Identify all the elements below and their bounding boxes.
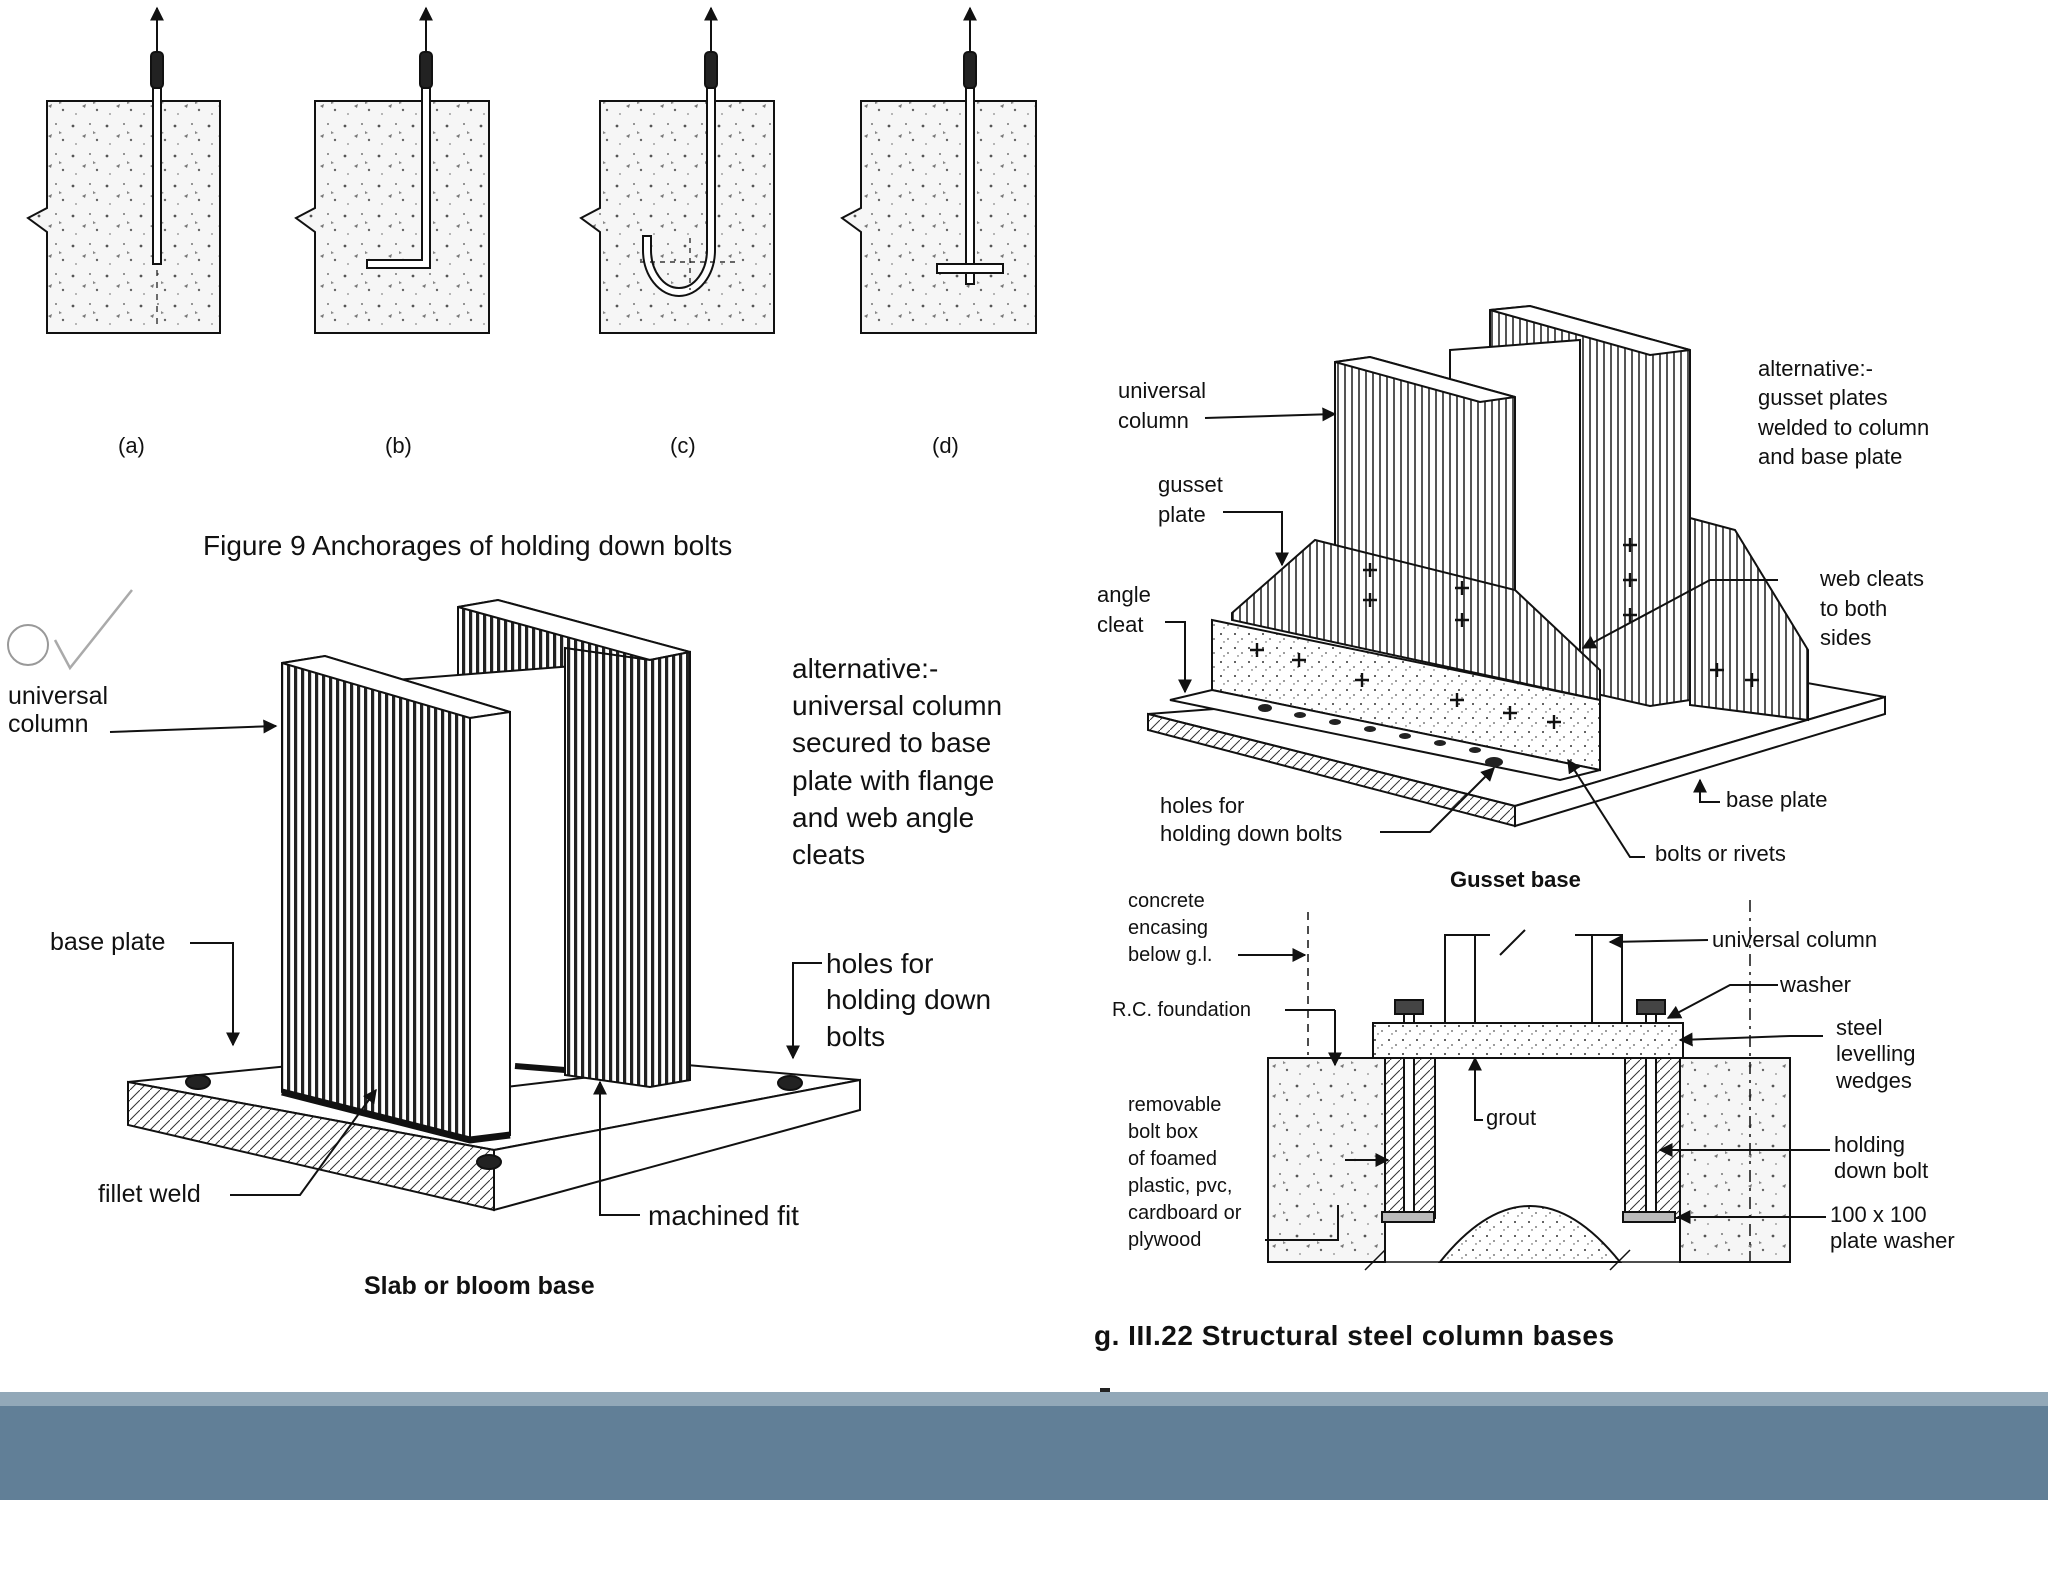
section-label-universal-column: universal column <box>1712 927 1878 952</box>
gusset-base-title: Gusset base <box>1450 867 1581 892</box>
gusset-label-bolts-or-rivets: bolts or rivets <box>1655 841 1786 866</box>
gusset-label-holes: holes for holding down bolts <box>1160 793 1343 846</box>
slab-label-base-plate: base plate <box>50 928 166 956</box>
section-label-rc-foundation: R.C. foundation <box>1112 999 1251 1021</box>
footer-band <box>0 1392 2048 1500</box>
anchor-panel-c <box>579 6 775 334</box>
slab-label-fillet-weld: fillet weld <box>98 1180 201 1208</box>
gusset-label-web-cleats: web cleats to both sides <box>1820 566 1924 651</box>
section-label-plate-washer: 100 x 100 plate washer <box>1830 1202 1955 1254</box>
slab-label-holes: holes for holding down bolts <box>826 948 992 1052</box>
footer-stripe <box>0 1392 2048 1406</box>
figure9-caption: Figure 9 Anchorages of holding down bolt… <box>203 530 733 561</box>
caption-mark <box>1100 1388 1110 1392</box>
panel-label-b: (b) <box>385 433 412 458</box>
gusset-label-universal-column: universal column <box>1118 378 1207 433</box>
figure-caption: g. III.22 Structural steel column bases <box>1094 1320 1615 1351</box>
section-label-bolt-box: removable bolt box of foamed plastic, pv… <box>1128 1094 1242 1251</box>
slab-base-drawing <box>7 589 861 1216</box>
anchor-panel-d <box>840 6 1037 334</box>
anchor-panel-a <box>26 6 221 334</box>
gusset-label-angle-cleat: angle cleat <box>1097 582 1151 637</box>
section-drawing <box>1238 900 1830 1271</box>
gusset-base-drawing <box>1147 304 1886 858</box>
gusset-label-gusset-plate: gusset plate <box>1158 472 1223 527</box>
slab-base-title: Slab or bloom base <box>364 1272 595 1300</box>
section-label-holding-down-bolt: holding down bolt <box>1834 1132 1929 1184</box>
panel-label-d: (d) <box>932 433 959 458</box>
slab-label-machined-fit: machined fit <box>648 1200 799 1231</box>
gusset-label-alternative: alternative:- gusset plates welded to co… <box>1758 356 1930 469</box>
slab-label-alternative: alternative:- universal column secured t… <box>792 653 1003 871</box>
anchor-panel-b <box>294 6 490 334</box>
section-label-levelling-wedges: steel levelling wedges <box>1836 1015 1916 1093</box>
panel-label-c: (c) <box>670 433 696 458</box>
slab-label-universal-column: universal column <box>8 682 109 738</box>
gusset-label-base-plate: base plate <box>1726 787 1828 812</box>
panel-label-a: (a) <box>118 433 145 458</box>
section-label-concrete-encasing: concrete encasing below g.l. <box>1128 890 1213 966</box>
section-label-washer: washer <box>1780 972 1851 997</box>
section-label-grout: grout <box>1486 1105 1537 1130</box>
